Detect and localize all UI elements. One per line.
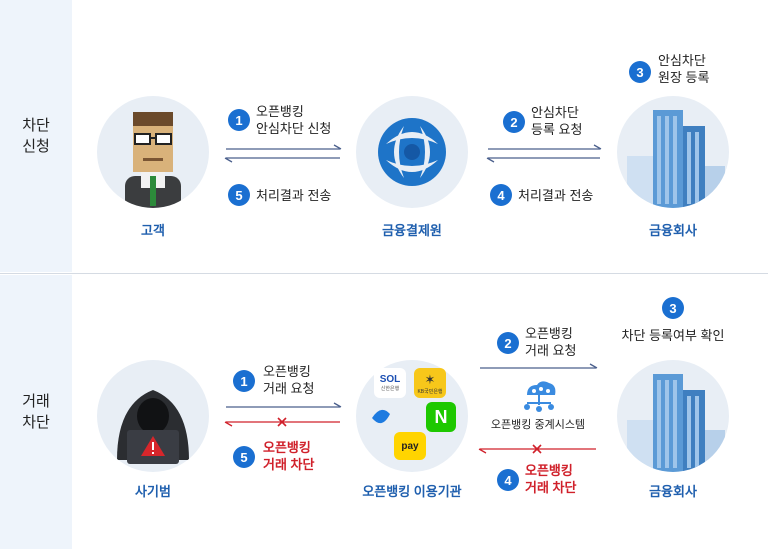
sol-app-icon: SOL 신한은행 — [374, 368, 406, 398]
bottom-step-4-label: 오픈뱅킹 거래 차단 — [525, 463, 577, 495]
star-icon: ✶ — [424, 371, 436, 387]
step-1-badge: 1 — [228, 109, 250, 131]
section-label-transaction-block: 거래 차단 — [0, 275, 72, 549]
sol-app-text: SOL — [379, 374, 401, 385]
step-5-badge: 5 — [228, 184, 250, 206]
step-2-badge: 2 — [503, 111, 525, 133]
institutions-caption: 오픈뱅킹 이용기관 — [362, 484, 462, 499]
bottom-step-1-label: 오픈뱅킹 거래 요청 — [263, 364, 315, 396]
hub-label: 오픈뱅킹 중계시스템 — [490, 419, 586, 431]
section-title-block-request: 차단 신청 — [22, 117, 50, 155]
customer-icon — [125, 112, 181, 208]
kakaopay-app-icon: pay — [394, 432, 426, 460]
fraudster-avatar — [97, 360, 209, 472]
bottom-step-5-badge: 5 — [233, 446, 255, 468]
kb-app-icon: ✶ KB국민은행 — [414, 368, 446, 398]
step-1-label: 오픈뱅킹 안심차단 신청 — [256, 104, 332, 136]
bottom-step-5-label: 오픈뱅킹 거래 차단 — [263, 440, 315, 472]
section-title-transaction-block: 거래 차단 — [22, 393, 50, 431]
bottom-step-2-badge: 2 — [497, 332, 519, 354]
bank-caption-top: 금융회사 — [649, 223, 697, 238]
naver-app-icon: N — [426, 402, 456, 432]
bank-caption-bottom: 금융회사 — [649, 484, 697, 499]
step-4-badge: 4 — [490, 184, 512, 206]
ftc-caption: 금융결제원 — [382, 223, 442, 238]
bank-building-bottom — [617, 360, 729, 472]
network-hub-icon — [524, 381, 556, 412]
building-icon — [627, 374, 725, 472]
block-x-icon-left — [277, 417, 287, 427]
bottom-step-4-badge: 4 — [497, 469, 519, 491]
step-3-label: 안심차단 원장 등록 — [658, 53, 710, 85]
kb-app-sub: KB국민은행 — [417, 388, 443, 395]
bottom-step-3-badge: 3 — [662, 297, 684, 319]
step-2-label: 안심차단 등록 요청 — [531, 105, 583, 137]
customer-caption: 고객 — [141, 223, 165, 238]
step-4-label: 처리결과 전송 — [518, 188, 594, 203]
institutions-circle: SOL 신한은행 ✶ KB국민은행 N pay — [356, 360, 468, 472]
bottom-step-1-badge: 1 — [233, 370, 255, 392]
section-divider — [0, 273, 768, 274]
ftc-logo-circle — [356, 96, 468, 208]
step-3-badge: 3 — [629, 61, 651, 83]
block-x-icon-right — [532, 444, 542, 454]
toss-app-icon — [368, 404, 394, 430]
ftc-logo-icon — [378, 118, 446, 186]
bottom-step-2-label: 오픈뱅킹 거래 요청 — [525, 326, 577, 358]
hacker-icon — [117, 390, 189, 464]
customer-avatar — [97, 96, 209, 208]
fraudster-caption: 사기범 — [135, 484, 171, 499]
step-5-label: 처리결과 전송 — [256, 188, 332, 203]
bottom-step-3-label: 차단 등록여부 확인 — [621, 328, 725, 343]
sol-app-sub: 신한은행 — [380, 386, 400, 392]
section-label-block-request: 차단 신청 — [0, 0, 72, 272]
